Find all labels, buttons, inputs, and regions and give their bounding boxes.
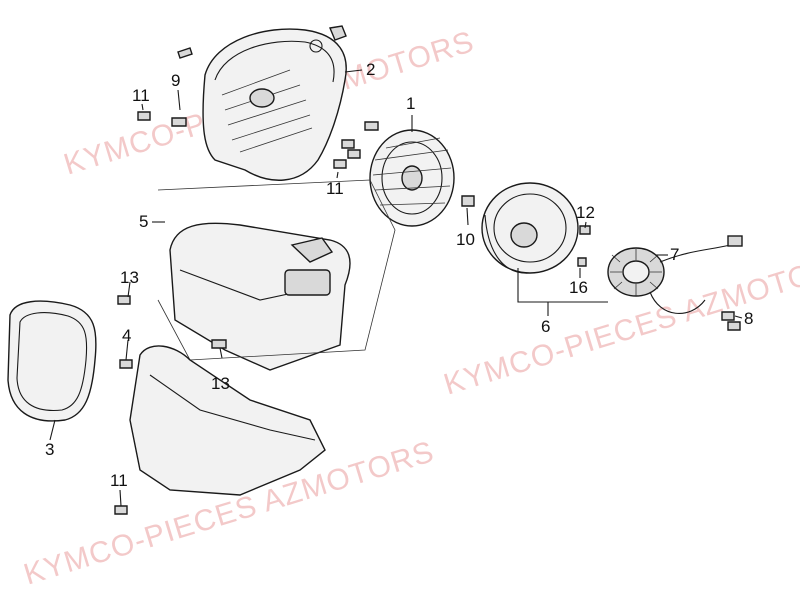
callout-2: 2 — [366, 60, 376, 79]
callout-11-bottom: 11 — [110, 471, 128, 490]
callout-11-middle: 11 — [326, 179, 344, 198]
callout-7: 7 — [670, 245, 680, 264]
cooling-fan-part-1 — [369, 129, 455, 227]
callout-8: 8 — [744, 309, 754, 328]
callout-11-top: 11 — [132, 86, 150, 105]
bolts-and-nuts — [114, 47, 741, 515]
callout-9: 9 — [171, 71, 181, 90]
shroud-part-5 — [157, 179, 396, 371]
callout-10: 10 — [456, 230, 475, 249]
exploded-parts-diagram: KYMCO-PIECES AZMOTORS KYMCO-PIECES AZMOT… — [7, 25, 800, 592]
callout-12: 12 — [576, 203, 595, 222]
callout-13-left: 13 — [120, 268, 139, 287]
callout-5: 5 — [139, 212, 149, 231]
callout-4: 4 — [122, 326, 132, 345]
callout-6: 6 — [541, 317, 551, 336]
lower-shroud-part-4 — [129, 345, 326, 496]
gasket-part-3 — [7, 300, 97, 422]
callout-13-right: 13 — [211, 374, 230, 393]
callout-16: 16 — [569, 278, 588, 297]
parts-drawing — [7, 25, 743, 515]
callout-1: 1 — [406, 94, 416, 113]
leader-lines — [49, 69, 743, 507]
callout-3: 3 — [45, 440, 55, 459]
rotor-part-6 — [481, 182, 579, 274]
fan-cover-part-2 — [202, 25, 347, 181]
stator-part-7 — [607, 235, 743, 314]
